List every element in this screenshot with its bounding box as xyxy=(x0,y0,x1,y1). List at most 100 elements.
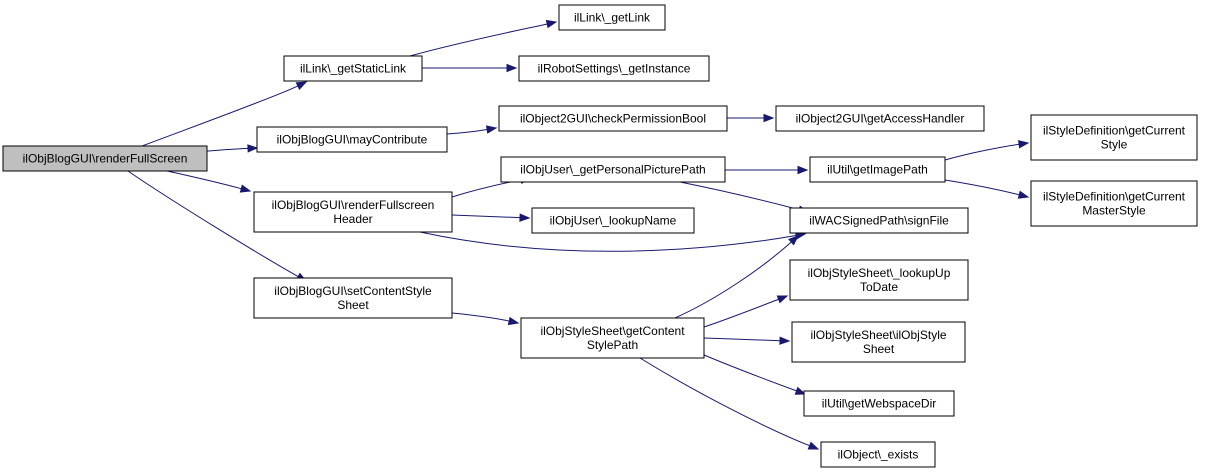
edge-line xyxy=(703,298,779,328)
edge-line xyxy=(166,170,242,190)
edge-line xyxy=(451,312,510,322)
function-node[interactable]: ilLink\_getLink xyxy=(558,4,666,31)
node-label: Sheet xyxy=(863,342,895,356)
node-label: MasterStyle xyxy=(1082,204,1146,218)
edge-line xyxy=(409,23,548,57)
edge-n15-n17 xyxy=(703,336,791,345)
root-function-node[interactable]: ilObjBlogGUI\renderFullScreen xyxy=(2,145,208,172)
edge-arrowhead xyxy=(776,295,789,304)
node-label: ilObjBlogGUI\mayContribute xyxy=(277,133,428,147)
function-node[interactable]: ilUtil\getWebspaceDir xyxy=(803,390,955,417)
edge-arrowhead xyxy=(485,125,498,134)
edge-n0-n1 xyxy=(141,81,308,147)
node-box xyxy=(283,55,423,82)
node-label: ilStyleDefinition\getCurrent xyxy=(1043,124,1186,138)
node-label: StylePath xyxy=(587,338,638,352)
edge-n9-n11 xyxy=(944,179,1030,199)
edge-n7-n13 xyxy=(451,213,531,222)
function-node[interactable]: ilObject\_exists xyxy=(820,441,936,468)
edge-n15-n12 xyxy=(674,235,800,319)
edge-n9-n10 xyxy=(944,140,1030,161)
node-label: ilObjBlogGUI\renderFullScreen xyxy=(23,152,188,166)
edge-arrowhead xyxy=(779,336,791,345)
node-label: ilObjUser\_getPersonalPicturePath xyxy=(520,163,705,177)
edge-n4-n5 xyxy=(446,125,498,135)
node-label: ilObjBlogGUI\renderFullscreen xyxy=(272,198,435,212)
function-node[interactable]: ilObjStyleSheet\ilObjStyleSheet xyxy=(791,321,966,363)
edge-line xyxy=(944,143,1020,161)
node-label: ilUtil\getImagePath xyxy=(827,163,928,177)
edge-arrowhead xyxy=(1017,140,1030,149)
node-box xyxy=(809,156,946,183)
function-node[interactable]: ilObject2GUI\checkPermissionBool xyxy=(498,105,728,132)
node-box xyxy=(820,441,936,468)
node-box xyxy=(1030,180,1198,227)
node-label: ilLink\_getStaticLink xyxy=(300,62,407,76)
edge-arrowhead xyxy=(247,144,259,153)
edge-arrowhead xyxy=(239,184,252,193)
node-box xyxy=(518,55,710,82)
function-node[interactable]: ilObjBlogGUI\mayContribute xyxy=(256,126,448,153)
function-node[interactable]: ilLink\_getStaticLink xyxy=(283,55,423,82)
function-node[interactable]: ilUtil\getImagePath xyxy=(809,156,946,183)
edge-n5-n6 xyxy=(727,113,775,123)
edge-n8-n12 xyxy=(679,181,810,214)
node-box xyxy=(253,191,453,233)
node-label: ilWACSignedPath\signFile xyxy=(809,214,949,228)
edge-line xyxy=(944,179,1020,196)
edge-line xyxy=(141,85,299,147)
edge-line xyxy=(674,241,792,319)
function-node[interactable]: ilObject2GUI\getAccessHandler xyxy=(775,105,985,132)
edge-n0-n7 xyxy=(166,170,252,193)
edge-line xyxy=(703,354,797,392)
edge-arrowhead xyxy=(506,63,518,73)
edge-line xyxy=(206,147,249,152)
node-label: ilObjUser\_lookupName xyxy=(550,214,677,228)
nodes-layer: ilObjBlogGUI\renderFullScreen ilLink\_get… xyxy=(2,4,1198,468)
node-label: ilStyleDefinition\getCurrent xyxy=(1043,190,1186,204)
edge-n8-n9 xyxy=(725,165,809,175)
node-label: ilUtil\getWebspaceDir xyxy=(822,397,937,411)
edge-arrowhead xyxy=(295,81,308,90)
function-node[interactable]: ilRobotSettings\_getInstance xyxy=(518,55,710,82)
node-box xyxy=(498,105,728,132)
edge-arrowhead xyxy=(797,165,809,175)
function-node[interactable]: ilObjUser\_lookupName xyxy=(531,207,695,234)
edge-line xyxy=(703,337,781,342)
edge-n15-n18 xyxy=(703,354,807,395)
edge-line xyxy=(127,170,299,278)
edge-n15-n16 xyxy=(703,295,789,328)
node-box xyxy=(1030,114,1198,161)
function-node[interactable]: ilWACSignedPath\signFile xyxy=(789,207,969,234)
edge-arrowhead xyxy=(1017,190,1030,199)
node-label: Sheet xyxy=(337,298,369,312)
node-box xyxy=(789,259,969,301)
node-box xyxy=(256,126,448,153)
edge-line xyxy=(419,231,797,252)
node-label: ilObject2GUI\checkPermissionBool xyxy=(520,112,706,126)
node-box xyxy=(500,156,726,183)
edge-n15-n19 xyxy=(639,357,820,450)
edge-arrowhead xyxy=(763,113,775,123)
node-box xyxy=(558,4,666,31)
node-label: ilRobotSettings\_getInstance xyxy=(538,62,691,76)
node-box xyxy=(253,277,453,319)
edge-line xyxy=(679,181,800,211)
edge-arrowhead xyxy=(545,19,558,29)
node-label: ilObjStyleSheet\_lookupUp xyxy=(808,266,951,280)
node-box xyxy=(803,390,955,417)
node-box xyxy=(520,317,705,359)
node-box xyxy=(2,145,208,172)
edge-n1-n3 xyxy=(422,63,518,73)
node-label: ilObjStyleSheet\getContent xyxy=(540,324,685,338)
function-node[interactable]: ilObjUser\_getPersonalPicturePath xyxy=(500,156,726,183)
node-label: ilObjStyleSheet\ilObjStyle xyxy=(810,328,946,342)
edges-layer xyxy=(127,19,1030,450)
